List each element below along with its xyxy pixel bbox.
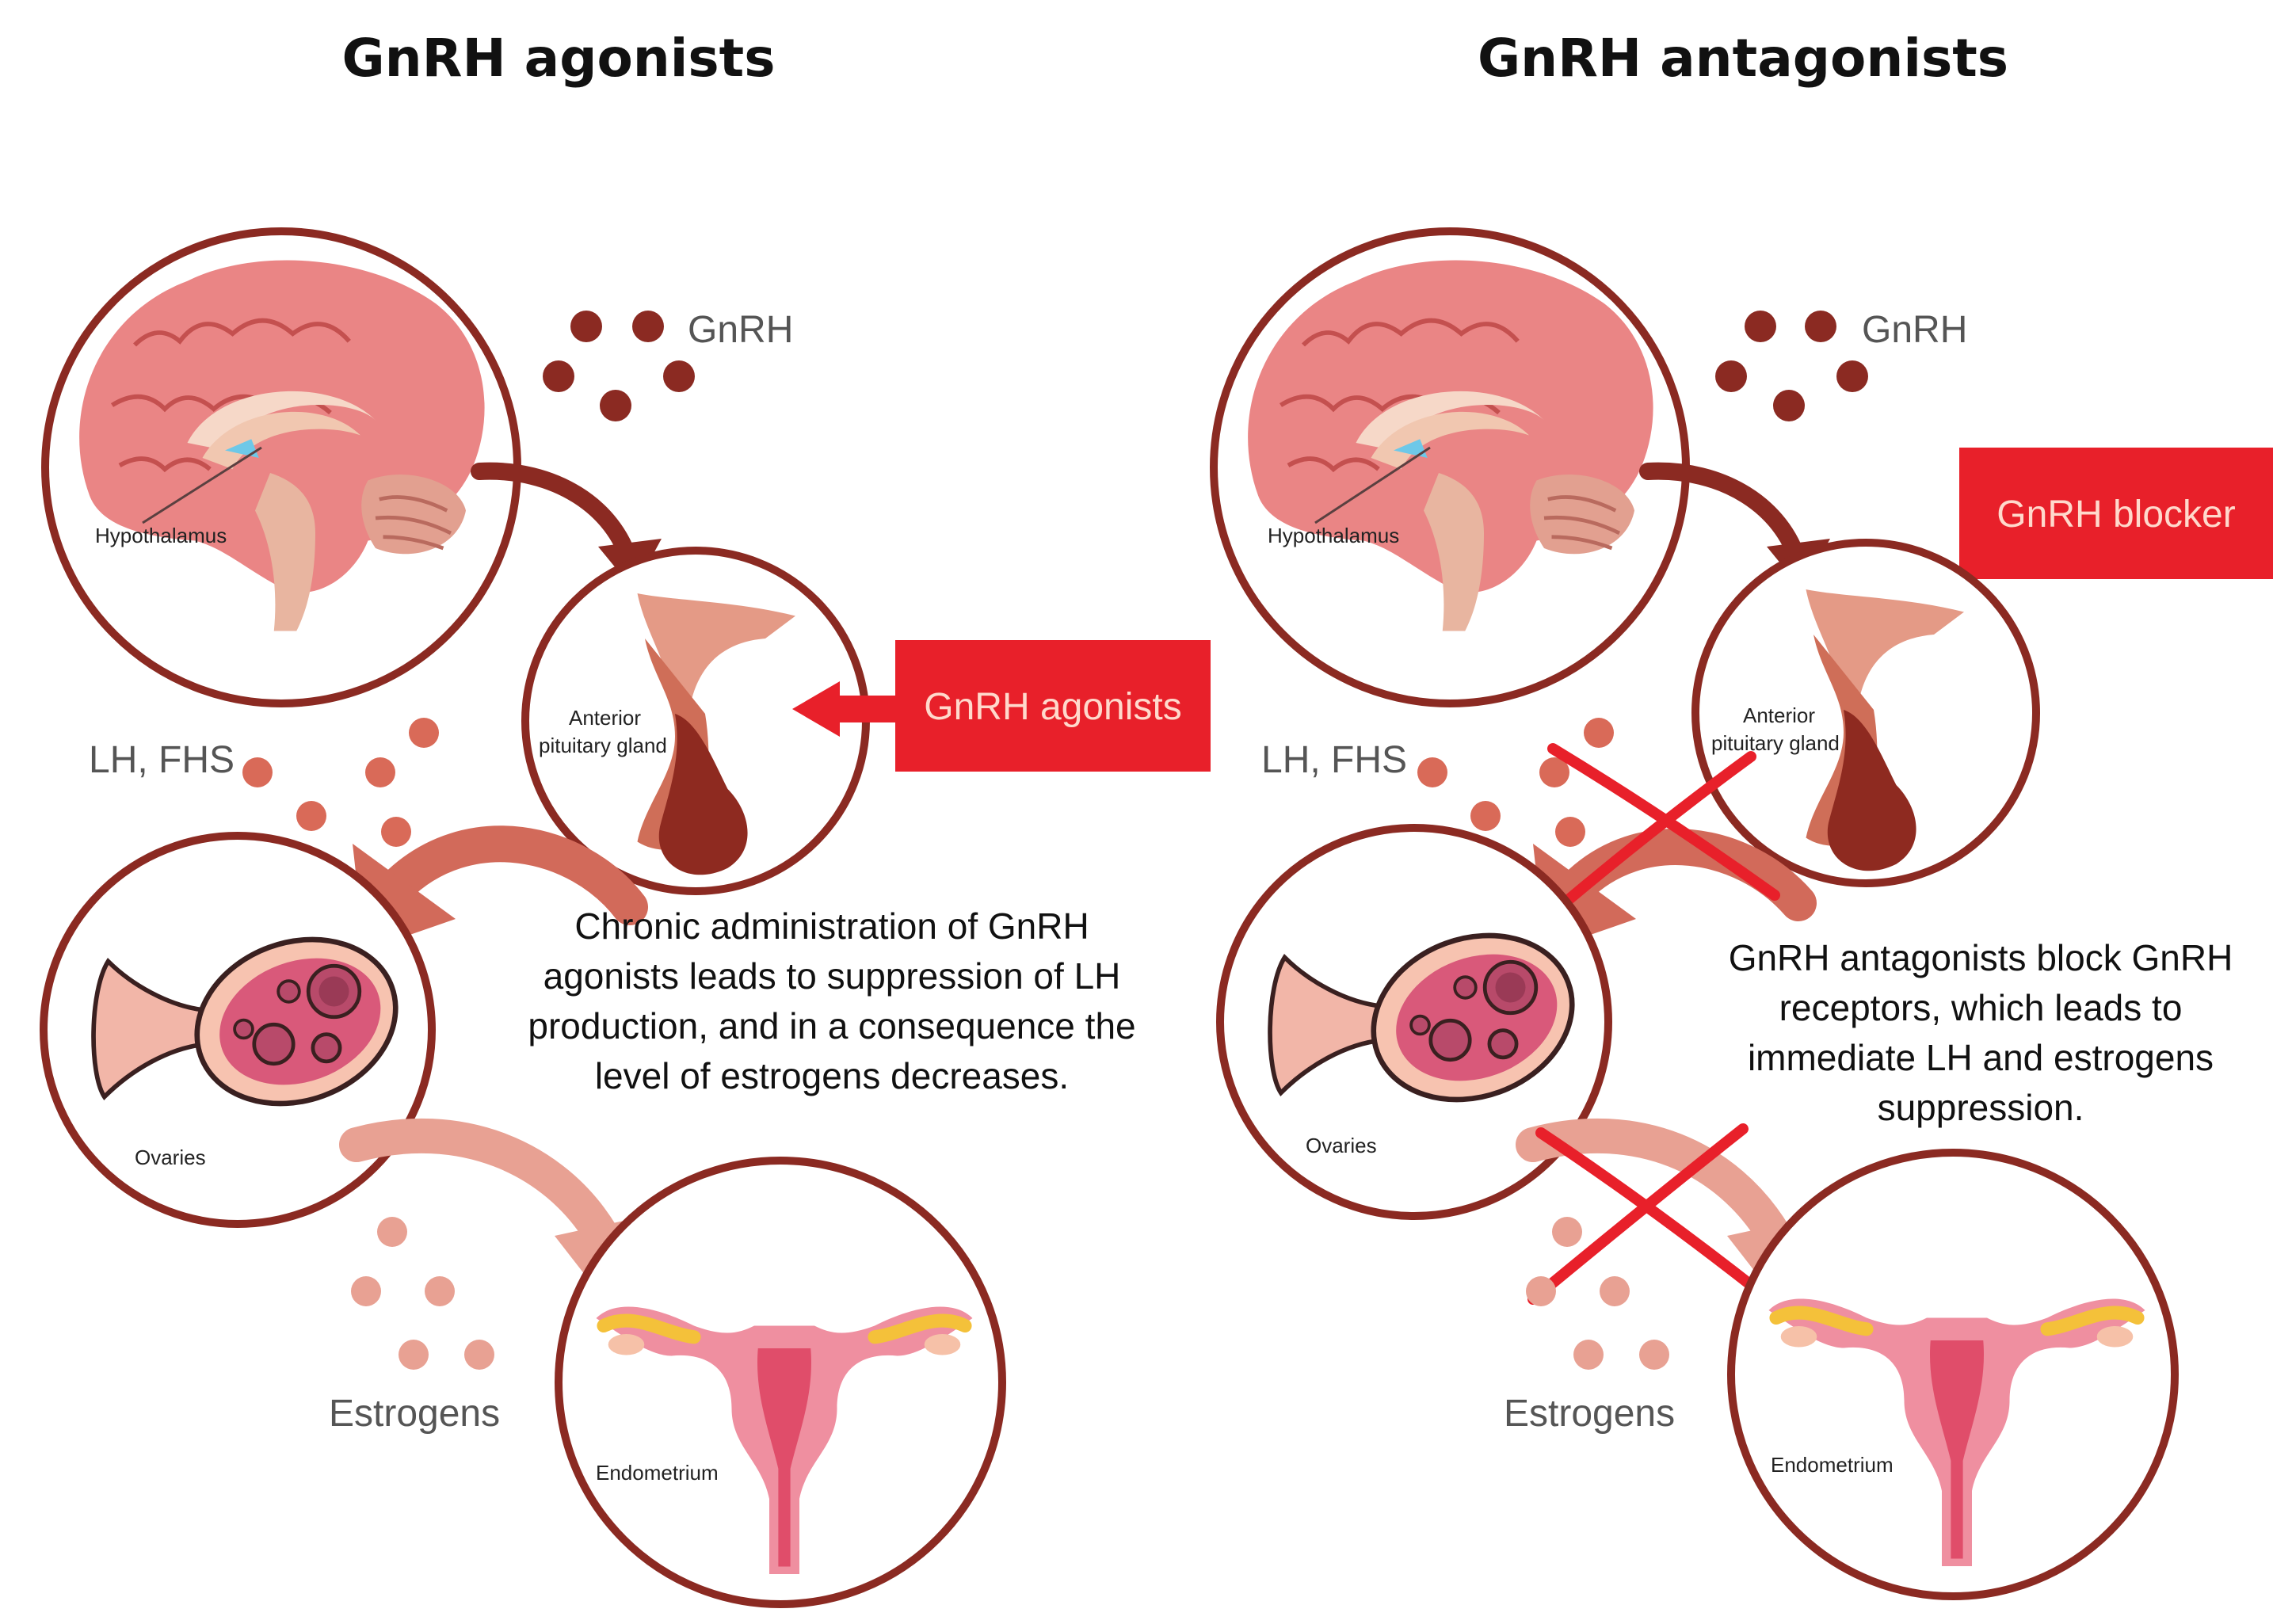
antagonists-estrogens-label: Estrogens: [1504, 1393, 1675, 1435]
antagonists-gnrh-label: GnRH: [1862, 309, 1967, 351]
antagonists-pituitary-label-line1: Anterior: [1743, 703, 1815, 727]
agonists-caption: Chronic administration of GnRH agonists …: [528, 905, 1135, 1096]
agonists-pituitary-circle: Anterior pituitary gland: [521, 547, 870, 895]
antagonists-lh-label: LH, FHS: [1261, 739, 1407, 781]
agonists-caption-line2: agonists leads to suppression of LH: [543, 955, 1121, 997]
agonists-gnrh-dots: [543, 311, 695, 421]
agonists-ovaries-to-endometrium-arrow: [339, 1118, 620, 1253]
antagonists-endometrium-circle: Endometrium: [1727, 1149, 2179, 1600]
antagonists-caption: GnRH antagonists block GnRH receptors, w…: [1729, 937, 2233, 1128]
antagonists-ovaries-circle: Ovaries: [1216, 824, 1612, 1220]
agonists-drug-arrow: [792, 681, 903, 737]
agonists-gnrh-label: GnRH: [688, 309, 793, 351]
antagonists-caption-line1: GnRH antagonists block GnRH: [1729, 937, 2233, 978]
antagonists-endometrium-label: Endometrium: [1771, 1453, 1894, 1477]
agonists-pituitary-label-line2: pituitary gland: [539, 734, 667, 757]
antagonists-caption-line4: suppression.: [1878, 1087, 2084, 1128]
antagonists-pituitary-circle: Anterior pituitary gland: [1691, 539, 2040, 887]
antagonists-estrogen-block-cross: [1527, 1123, 1764, 1305]
agonists-estrogens-label: Estrogens: [329, 1393, 500, 1435]
agonists-pituitary-to-ovaries-arrow: [378, 825, 648, 925]
antagonists-caption-line3: immediate LH and estrogens: [1748, 1037, 2214, 1078]
agonists-caption-line4: level of estrogens decreases.: [595, 1055, 1069, 1096]
agonists-caption-line3: production, and in a consequence the: [528, 1005, 1135, 1046]
antagonists-gnrh-dots: [1715, 311, 1868, 421]
agonists-pituitary-label-line1: Anterior: [569, 706, 641, 730]
antagonists-ovaries-label: Ovaries: [1306, 1134, 1377, 1157]
antagonists-title: GnRH antagonists: [1478, 28, 2008, 89]
agonists-drug-box-label: GnRH agonists: [924, 686, 1181, 728]
agonists-endometrium-circle: Endometrium: [555, 1157, 1006, 1608]
antagonists-caption-line2: receptors, which leads to: [1779, 987, 2183, 1028]
agonists-title: GnRH agonists: [341, 28, 775, 89]
agonists-endometrium-label: Endometrium: [596, 1461, 719, 1485]
agonists-hypothalamus-label: Hypothalamus: [95, 524, 227, 547]
antagonists-pituitary-label-line2: pituitary gland: [1711, 731, 1840, 755]
antagonists-drug-box-label: GnRH blocker: [1997, 494, 2235, 536]
antagonists-hypothalamus-circle: Hypothalamus: [1210, 227, 1690, 707]
agonists-caption-line1: Chronic administration of GnRH: [574, 905, 1089, 947]
agonists-hypothalamus-to-pituitary-arrow: [471, 462, 639, 571]
agonists-lh-dots: [242, 718, 439, 847]
agonists-drug-box: [895, 640, 1211, 772]
agonists-hypothalamus-circle: Hypothalamus: [41, 227, 521, 707]
antagonists-ovaries-to-endometrium-arrow: [1516, 1118, 1792, 1253]
antagonists-estrogen-dots: [1526, 1217, 1669, 1370]
antagonists-drug-box: [1959, 448, 2273, 579]
antagonists-panel: GnRH antagonists Hypothalamus GnRH GnRH …: [1210, 28, 2273, 1600]
agonists-estrogen-dots: [351, 1217, 494, 1370]
antagonists-hypothalamus-label: Hypothalamus: [1268, 524, 1399, 547]
agonists-ovaries-circle: Ovaries: [40, 832, 436, 1228]
agonists-lh-label: LH, FHS: [89, 739, 235, 781]
agonists-ovaries-label: Ovaries: [135, 1146, 206, 1169]
antagonists-hypothalamus-to-pituitary-arrow: [1639, 462, 1807, 571]
antagonists-lh-dots: [1417, 718, 1614, 847]
agonists-panel: GnRH agonists Hypothalamus GnRH Anterior…: [40, 28, 1211, 1608]
